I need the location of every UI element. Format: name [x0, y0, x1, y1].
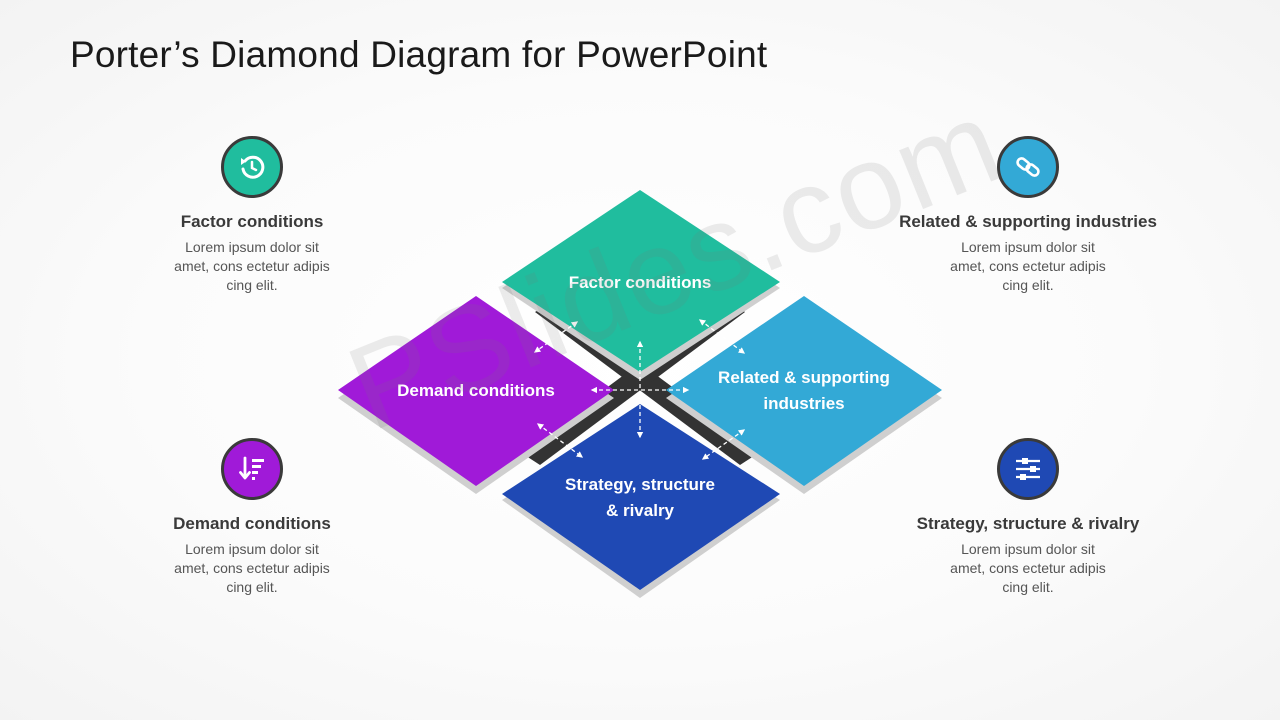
strategy-card-text-line: cing elit. — [1002, 579, 1054, 595]
strategy-card-title: Strategy, structure & rivalry — [916, 514, 1140, 533]
arrow-demand-strategy — [536, 423, 584, 458]
related-card-title: Related & supporting industries — [899, 212, 1157, 231]
slide-title: Porter’s Diamond Diagram for PowerPoint — [70, 34, 768, 75]
strategy-card-text: Lorem ipsum dolor sit amet, cons ectetur… — [938, 540, 1118, 597]
demand-card-text-line: cing elit. — [226, 579, 278, 595]
demand-card: Demand conditions Lorem ipsum dolor sit … — [112, 438, 392, 597]
factor-card-text-line: cing elit. — [226, 277, 278, 293]
factor-badge — [221, 136, 283, 198]
factor-card-text-line: Lorem ipsum dolor sit — [185, 239, 319, 255]
related-diamond-label-line1: Related & supporting — [718, 368, 890, 387]
strategy-badge — [997, 438, 1059, 500]
factor-card-title: Factor conditions — [180, 212, 324, 231]
factor-card-text: Lorem ipsum dolor sit amet, cons ectetur… — [162, 238, 342, 295]
factor-diamond-label: Factor conditions — [568, 273, 712, 292]
demand-card-title: Demand conditions — [173, 514, 331, 533]
related-diamond-label: Related & supporting industries — [694, 365, 914, 417]
sliders-icon — [1016, 458, 1040, 480]
demand-badge — [221, 438, 283, 500]
arrow-related-strategy — [701, 429, 746, 460]
strategy-diamond-label-line1: Strategy, structure — [565, 475, 715, 494]
strategy-diamond-label-line2: & rivalry — [605, 501, 675, 520]
related-badge — [997, 136, 1059, 198]
related-diamond-label-line2: industries — [763, 394, 845, 413]
demand-diamond-label: Demand conditions — [397, 381, 555, 400]
demand-card-text-line: Lorem ipsum dolor sit — [185, 541, 319, 557]
related-card-text-line: Lorem ipsum dolor sit — [961, 239, 1095, 255]
factor-card-text-line: amet, cons ectetur adipis — [174, 258, 330, 274]
arrow-factor-related — [698, 319, 746, 354]
strategy-card-text-line: Lorem ipsum dolor sit — [961, 541, 1095, 557]
related-card-text: Lorem ipsum dolor sit amet, cons ectetur… — [938, 238, 1118, 295]
refresh-icon — [241, 155, 265, 179]
link-icon — [1016, 157, 1040, 177]
sort-descending-icon — [239, 456, 264, 480]
strategy-diamond-label: Strategy, structure & rivalry — [530, 472, 750, 524]
demand-card-text: Lorem ipsum dolor sit amet, cons ectetur… — [162, 540, 342, 597]
related-card-text-line: amet, cons ectetur adipis — [950, 258, 1106, 274]
strategy-card-text-line: amet, cons ectetur adipis — [950, 560, 1106, 576]
arrow-factor-demand — [533, 321, 579, 353]
strategy-card: Strategy, structure & rivalry Lorem ipsu… — [888, 438, 1168, 597]
related-card-text-line: cing elit. — [1002, 277, 1054, 293]
related-card: Related & supporting industries Lorem ip… — [888, 136, 1168, 295]
demand-card-text-line: amet, cons ectetur adipis — [174, 560, 330, 576]
factor-card: Factor conditions Lorem ipsum dolor sit … — [112, 136, 392, 295]
